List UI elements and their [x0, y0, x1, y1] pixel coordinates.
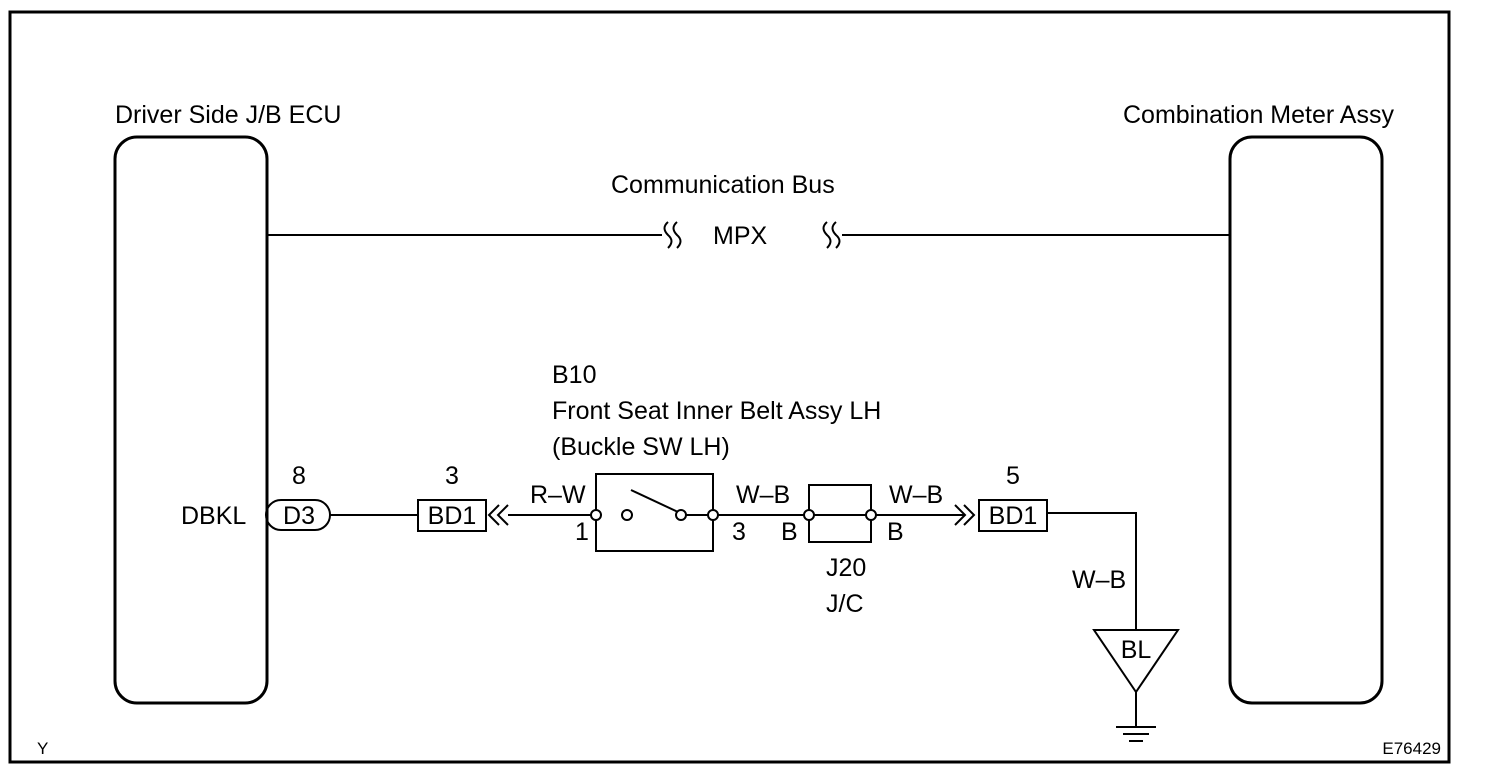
wire-wb-1-label: W–B — [736, 481, 790, 509]
switch-contact-left — [621, 509, 633, 521]
switch-sub: (Buckle SW LH) — [552, 433, 730, 461]
buckle-switch-box — [595, 473, 714, 552]
switch-code: B10 — [552, 361, 596, 389]
bd1-left-pin-number: 3 — [445, 462, 459, 490]
bd1-right-connector — [978, 499, 1048, 532]
wire-rw-label: R–W — [530, 481, 586, 509]
junction-pin-left: B — [781, 518, 798, 546]
bd1-right-pin-number: 5 — [1006, 462, 1020, 490]
switch-pin-right: 3 — [732, 518, 746, 546]
junction-name: J/C — [826, 590, 864, 618]
junction-box — [808, 484, 872, 543]
figure-id: E76429 — [1382, 739, 1441, 758]
ground-code: BL — [1121, 636, 1152, 664]
ecu-left-title: Driver Side J/B ECU — [115, 101, 341, 129]
switch-contact-right — [675, 509, 687, 521]
bd1-right-chevron-icon — [954, 504, 976, 526]
meter-right-title: Combination Meter Assy — [1123, 101, 1394, 129]
ecu-left-box — [113, 135, 269, 705]
wire-to-ground — [1047, 512, 1137, 630]
d3-pin-number: 8 — [292, 462, 306, 490]
bd1-left-connector-label: BD1 — [428, 502, 477, 530]
ecu-pin-label: DBKL — [181, 502, 246, 530]
switch-name: Front Seat Inner Belt Assy LH — [552, 397, 881, 425]
bus-title: Communication Bus — [611, 171, 835, 199]
ground-wire-label: W–B — [1072, 566, 1126, 594]
switch-lever — [630, 489, 679, 513]
meter-right-box — [1228, 135, 1384, 705]
ground-symbol-icon — [1116, 726, 1156, 742]
junction-pin-right: B — [887, 518, 904, 546]
junction-terminal-left — [803, 509, 815, 521]
junction-terminal-right — [865, 509, 877, 521]
bd1-right-connector-label: BD1 — [989, 502, 1038, 530]
d3-connector-label: D3 — [283, 502, 315, 530]
footer-left: Y — [37, 739, 48, 758]
bd1-left-connector — [417, 499, 487, 532]
bus-break-right-icon — [822, 221, 841, 249]
ground-point-triangle — [1092, 629, 1180, 694]
switch-terminal-1 — [590, 509, 602, 521]
bd1-left-chevron-icon — [487, 504, 509, 526]
diagram-frame — [8, 10, 1451, 764]
switch-pin-left: 1 — [575, 518, 589, 546]
junction-code: J20 — [826, 554, 866, 582]
wire-wb-2-label: W–B — [889, 481, 943, 509]
bus-label: MPX — [713, 222, 768, 250]
switch-terminal-3 — [707, 509, 719, 521]
bus-break-left-icon — [663, 221, 682, 249]
